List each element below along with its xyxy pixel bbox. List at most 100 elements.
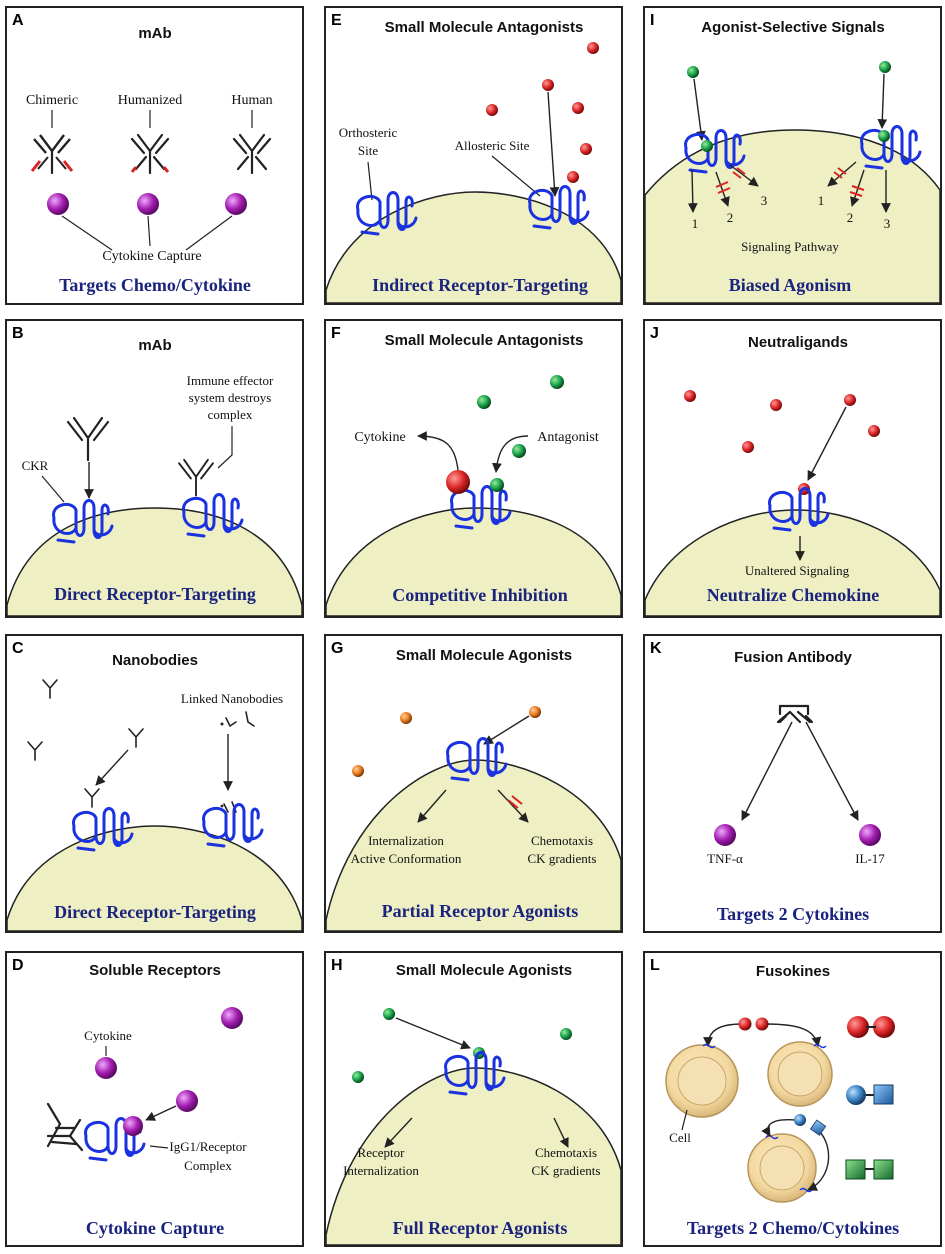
label-pathway-1: 1 [818,193,825,208]
label-chimeric: Chimeric [26,93,78,108]
green-ligand [477,395,491,409]
cytokine-ball [176,1090,198,1112]
label-cytokine: Cytokine [84,1028,132,1043]
red-ligand [587,42,599,54]
blue-fusokine-ball [794,1114,806,1126]
label-pathway-2: 2 [727,210,734,225]
panel-l-letter: L [650,957,660,974]
label-tnf-alpha: TNF-α [707,851,743,866]
linked-nanobody-icon [220,711,255,728]
cell-membrane [325,759,622,932]
bound-ligand-ball [701,140,713,152]
panel-b-caption: Direct Receptor-Targeting [54,584,256,604]
panel-e-letter: E [331,12,342,29]
panel-j: J Neutraligands Unaltered Signaling Neut… [643,319,942,618]
label-allosteric: Allosteric Site [455,138,530,153]
panel-a-title: mAb [138,25,171,42]
cytokine-ball [95,1057,117,1079]
panel-a-letter: A [12,12,24,29]
panel-f-letter: F [331,325,341,342]
il17-ball [859,824,881,846]
green-ligand [512,444,526,458]
nucleus [777,1051,823,1097]
cytokine-red-ball [446,470,470,494]
antagonist-ball [490,478,504,492]
green-ligand [550,375,564,389]
label-complex-1: IgG1/Receptor [169,1139,247,1154]
cytokine-ball [225,193,247,215]
panel-a-caption: Targets Chemo/Cytokine [59,275,251,295]
panel-l-title: Fusokines [756,963,830,980]
panel-d-caption: Cytokine Capture [86,1218,224,1238]
panel-e-title: Small Molecule Antagonists [385,19,584,36]
label-cytokine: Cytokine [354,430,405,445]
panel-h-title: Small Molecule Agonists [396,962,572,979]
panel-j-caption: Neutralize Chemokine [707,585,879,605]
label-chemotaxis-1: Chemotaxis [531,833,593,848]
label-immune-3: complex [208,407,253,422]
panel-d-letter: D [12,957,24,974]
cytokine-ball [123,1116,143,1136]
green-ligand [560,1028,572,1040]
panel-i: I Agonist-Selective Signals 1 2 3 1 2 3 … [643,6,942,305]
panel-k: K Fusion Antibody TNF-α IL-17 Targets 2 … [643,634,942,933]
red-ligand [844,394,856,406]
panel-l: L Fusokines Cell [643,951,942,1247]
panel-e: E Small Molecule Antagonists Orthosteric… [324,6,623,305]
label-signaling-pathway: Signaling Pathway [741,239,839,254]
receptor-mark [799,1187,813,1193]
soluble-receptor-antibody-icon [46,1102,84,1152]
panel-b-letter: B [12,325,24,342]
label-internalization-2: Active Conformation [351,851,462,866]
red-ligand [580,143,592,155]
green-ligand [879,61,891,73]
tnf-alpha-ball [714,824,736,846]
panel-c-letter: C [12,640,24,657]
red-ligand [572,102,584,114]
panel-h-letter: H [331,957,343,974]
panel-g-letter: G [331,640,343,657]
red-fusokine-ball [755,1017,769,1031]
red-ligand [684,390,696,402]
label-cell: Cell [669,1130,691,1145]
panel-k-caption: Targets 2 Cytokines [717,904,869,924]
label-receptor-2: Internalization [343,1163,419,1178]
panel-f-title: Small Molecule Antagonists [385,332,584,349]
panel-b-title: mAb [138,337,171,354]
label-il17: IL-17 [855,851,885,866]
panel-g-caption: Partial Receptor Agonists [382,901,579,921]
orange-ligand [529,706,541,718]
panel-c-caption: Direct Receptor-Targeting [54,902,256,922]
red-fusokine-ball [738,1017,752,1031]
label-chemotaxis-1: Chemotaxis [535,1145,597,1160]
panel-k-title: Fusion Antibody [734,649,852,666]
panel-i-letter: I [650,12,654,29]
panel-i-caption: Biased Agonism [729,275,852,295]
green-ligand [383,1008,395,1020]
receptor-mark [813,1043,827,1049]
fusion-antibody-icon [776,704,814,724]
label-receptor-1: Receptor [358,1145,406,1160]
label-pathway-1: 1 [692,216,699,231]
panel-g-title: Small Molecule Agonists [396,647,572,664]
label-cytokine-capture: Cytokine Capture [102,249,201,264]
red-ligand [567,171,579,183]
receptor-mark [702,1043,716,1049]
red-ligand [770,399,782,411]
cytokine-ball [47,193,69,215]
panel-a-frame [5,6,304,305]
panel-k-letter: K [650,640,662,657]
humanized-antibody-icon [130,133,170,175]
label-chemotaxis-2: CK gradients [528,851,597,866]
nucleus [759,1145,805,1191]
label-internalization-1: Internalization [368,833,444,848]
panel-a: A mAb Chimeric Humanized Human Cytokine … [5,6,304,305]
red-ligand [542,79,554,91]
human-antibody-icon [232,133,272,175]
legend-green-pair-icon [845,1159,894,1180]
panel-f-caption: Competitive Inhibition [392,585,568,605]
panel-f: F Small Molecule Antagonists Cytokine An… [324,319,623,618]
green-ligand [687,66,699,78]
label-antagonist: Antagonist [537,430,599,445]
panel-d: D Soluble Receptors Cytokine IgG1/Recept… [5,951,304,1247]
